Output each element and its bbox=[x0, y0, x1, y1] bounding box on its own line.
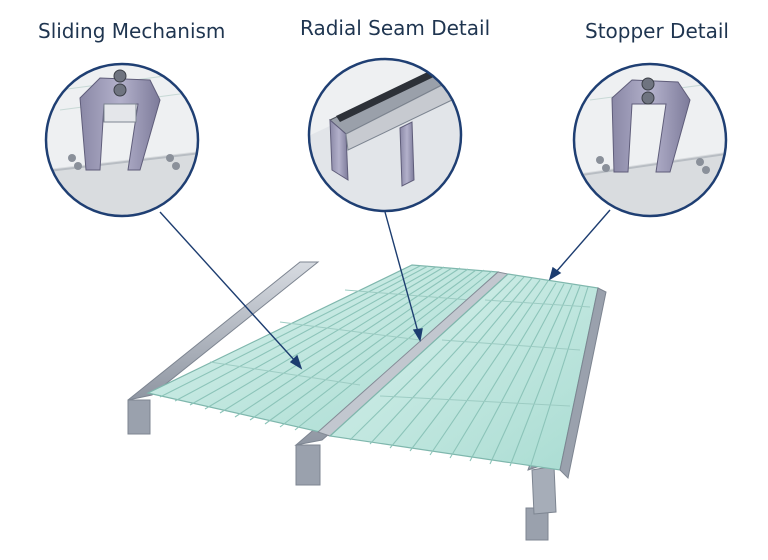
leader-stopper bbox=[555, 209, 611, 273]
callout-ring-center bbox=[307, 57, 463, 213]
label-sliding-mechanism: Sliding Mechanism bbox=[38, 19, 226, 43]
support-beam-left bbox=[127, 261, 320, 435]
label-stopper-detail: Stopper Detail bbox=[585, 19, 729, 43]
leader-lines bbox=[159, 209, 611, 370]
right-edge-rail bbox=[559, 287, 607, 480]
callout-ring-left bbox=[44, 62, 200, 218]
callout-ring-right bbox=[572, 62, 728, 218]
label-radial-seam-detail: Radial Seam Detail bbox=[300, 16, 491, 40]
leader-sliding bbox=[159, 211, 297, 363]
arrowhead-radial bbox=[412, 328, 423, 342]
callout-stopper-detail bbox=[572, 62, 728, 218]
callout-radial-seam-detail bbox=[307, 57, 463, 213]
arrowhead-stopper bbox=[548, 266, 562, 281]
leader-radial bbox=[384, 211, 419, 333]
arrowhead-sliding bbox=[289, 354, 303, 370]
callout-sliding-mechanism bbox=[44, 62, 200, 218]
roof-assembly bbox=[127, 261, 607, 541]
